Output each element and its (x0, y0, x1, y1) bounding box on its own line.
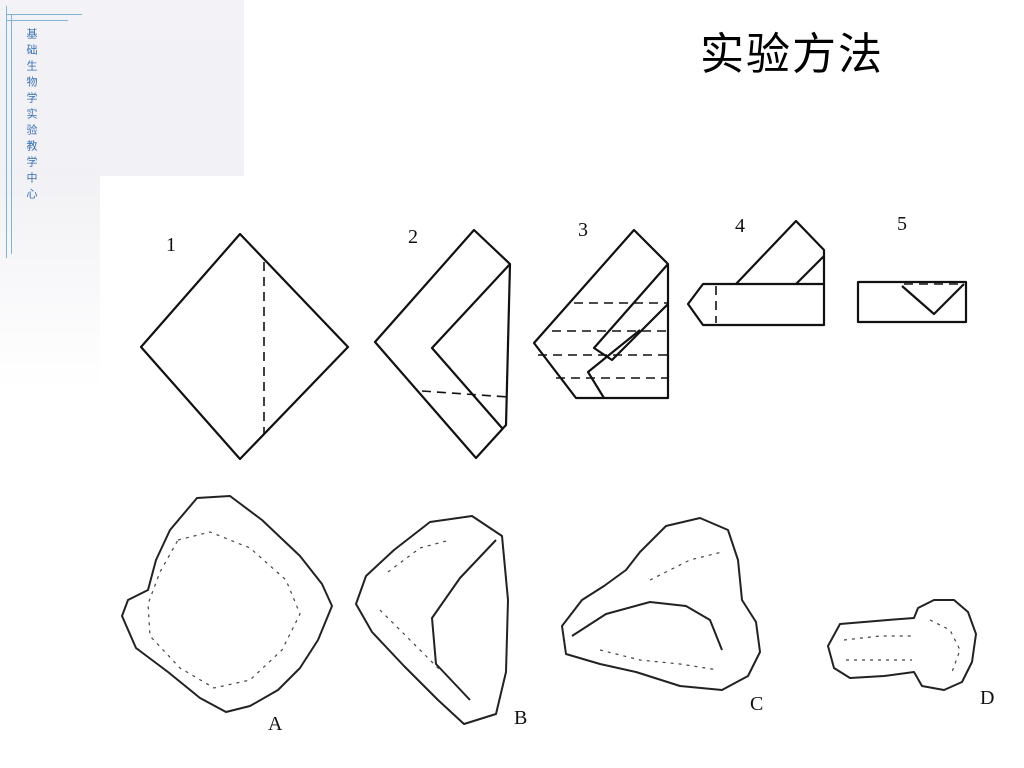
result-b-outline (355, 515, 509, 725)
result-label-a: A (268, 713, 283, 735)
sidebar-rule-horizontal-top (6, 14, 82, 15)
result-a-texture (147, 531, 301, 689)
step-label-4: 4 (735, 215, 745, 237)
result-label-d: D (980, 687, 994, 709)
step-5-rectangle (856, 280, 968, 324)
step-3-inner-fold-a (592, 263, 669, 362)
result-a: A (121, 495, 333, 735)
result-b-texture (379, 539, 451, 671)
step-4-top-triangle (735, 219, 826, 285)
step-5-inner-fold (901, 283, 965, 316)
step-4-strip (686, 282, 826, 327)
step-2-outline (373, 228, 512, 460)
result-d-outline (827, 599, 977, 691)
content-backdrop (100, 176, 260, 416)
result-d-texture (843, 619, 961, 673)
step-4: 4 (686, 215, 826, 327)
result-b-inner-fold (431, 539, 497, 701)
result-d: D (827, 599, 994, 709)
result-c-inner-fold (571, 601, 723, 651)
step-2-inner-fold (430, 263, 511, 429)
result-b: B (355, 515, 527, 729)
step-3-outline (532, 228, 670, 400)
sidebar-rule-vertical-inner (11, 14, 12, 254)
result-label-b: B (514, 707, 527, 729)
step-3-inner-fold-b (586, 329, 641, 399)
step-label-3: 3 (578, 219, 588, 241)
sidebar-panel-lower (0, 170, 100, 390)
result-c-texture (599, 551, 723, 671)
sidebar-rule-vertical-outer (6, 6, 7, 258)
result-label-c: C (750, 693, 763, 715)
step-1-square (139, 232, 350, 461)
step-label-5: 5 (897, 213, 907, 235)
step-2-fold-line (421, 390, 509, 398)
step-5: 5 (856, 213, 968, 324)
result-c-outline (561, 517, 761, 691)
step-2: 2 (373, 226, 512, 460)
sidebar-vertical-label: 基础生物学实验教学中心 (25, 28, 38, 204)
step-label-1: 1 (166, 234, 176, 256)
slide-title: 实验方法 (700, 29, 884, 80)
sidebar-rule-horizontal-bottom (6, 20, 68, 21)
step-label-2: 2 (408, 226, 418, 248)
result-c: C (561, 517, 763, 715)
step-4-inner-fold (795, 255, 825, 285)
step-1: 1 (139, 232, 350, 461)
result-a-outline (121, 495, 333, 713)
step-3: 3 (532, 219, 670, 400)
